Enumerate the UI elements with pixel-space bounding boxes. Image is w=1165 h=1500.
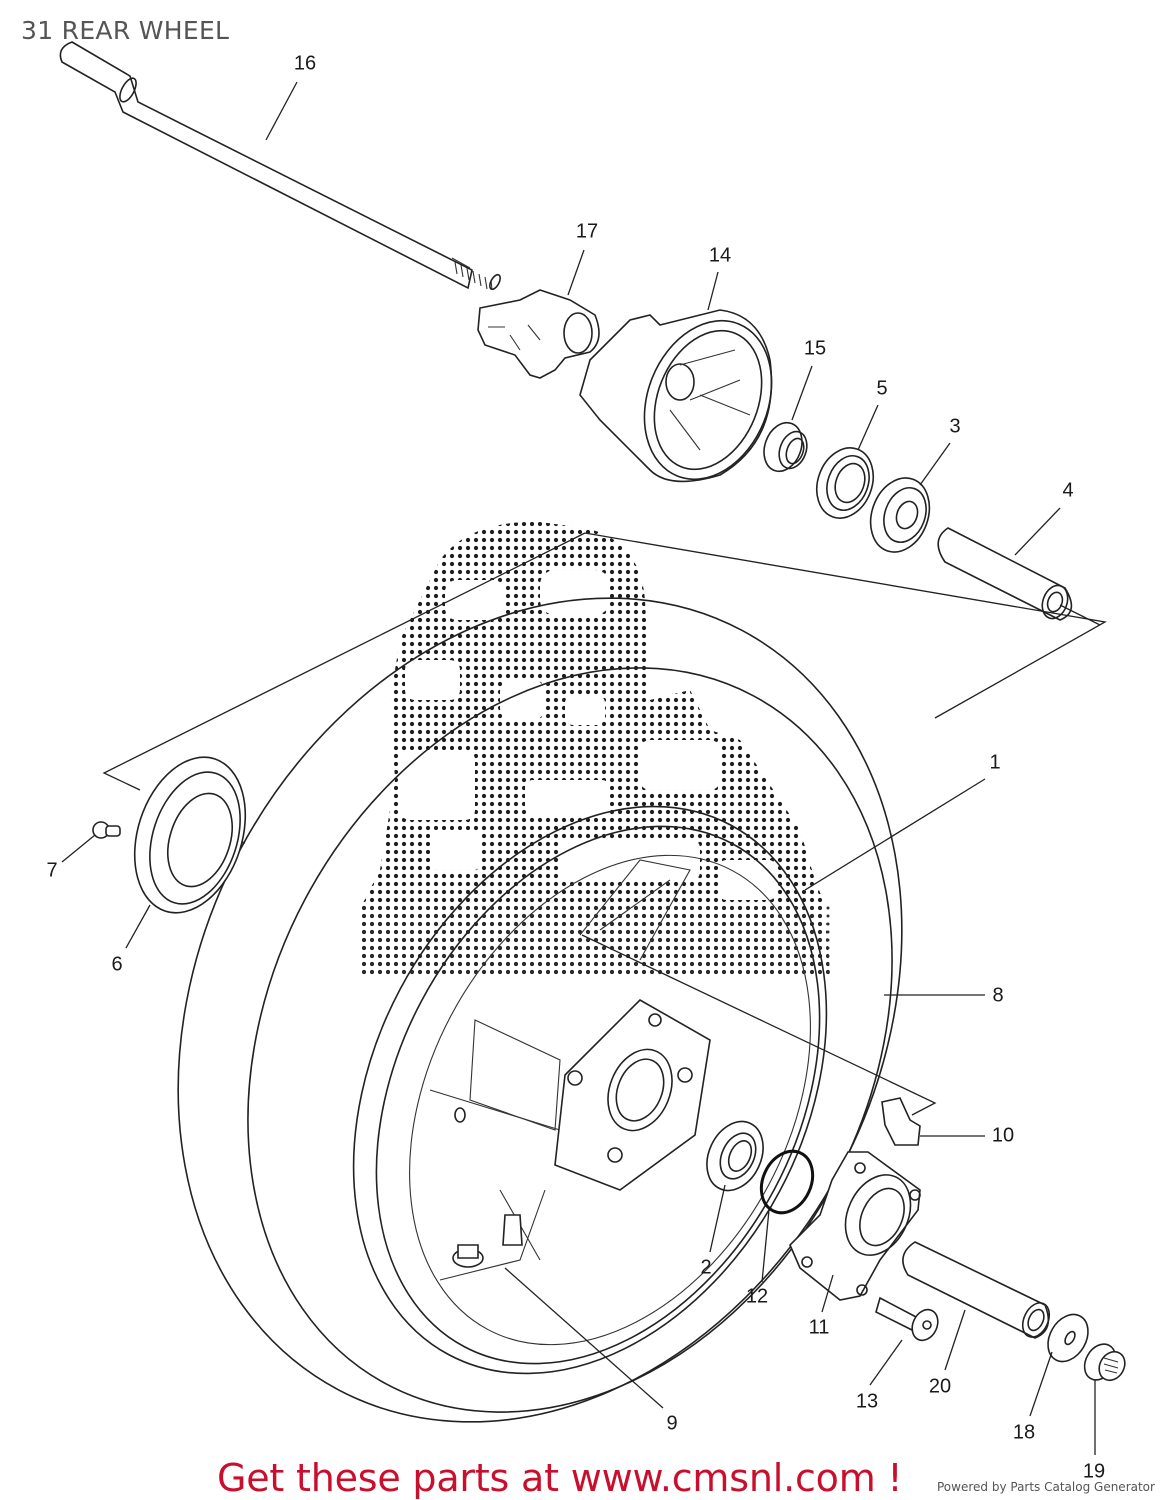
part-9-valve	[452, 1214, 523, 1268]
callout-16[interactable]: 16	[293, 52, 317, 75]
callout-6[interactable]: 6	[111, 953, 123, 976]
part-18-washer	[1047, 1313, 1089, 1363]
callout-1[interactable]: 1	[989, 751, 1001, 774]
part-3-bearing	[869, 477, 931, 553]
callout-14[interactable]: 14	[708, 244, 732, 267]
callout-8[interactable]: 8	[992, 984, 1004, 1007]
part-20-collar	[902, 1241, 1051, 1339]
callout-13[interactable]: 13	[855, 1390, 879, 1413]
part-12-o-ring	[759, 1149, 815, 1215]
part-4-spacer	[937, 527, 1073, 621]
callout-7[interactable]: 7	[46, 859, 58, 882]
callout-9[interactable]: 9	[666, 1412, 678, 1435]
part-1-wheel	[352, 805, 828, 1375]
callout-17[interactable]: 17	[575, 220, 599, 243]
part-5-oil-seal	[815, 447, 875, 519]
callout-20[interactable]: 20	[928, 1375, 952, 1398]
callout-11[interactable]: 11	[808, 1316, 830, 1339]
part-15-collar	[763, 421, 808, 473]
leader-lines	[61, 81, 1096, 1455]
callout-2[interactable]: 2	[700, 1256, 712, 1279]
powered-by-text: Powered by Parts Catalog Generator	[937, 1480, 1155, 1494]
callout-4[interactable]: 4	[1062, 479, 1074, 502]
callout-19[interactable]: 19	[1082, 1460, 1106, 1483]
part-2-bearing	[706, 1120, 764, 1192]
part-14-hub-clutch	[579, 309, 773, 483]
callout-10[interactable]: 10	[991, 1124, 1015, 1147]
cta-link[interactable]: Get these parts at www.cmsnl.com !	[217, 1456, 903, 1500]
part-13-bolt	[875, 1296, 939, 1342]
part-11-hub-flange	[789, 1151, 921, 1301]
part-19-nut	[1083, 1343, 1126, 1382]
page-title: 31 REAR WHEEL	[21, 16, 230, 45]
part-7-bolt	[92, 821, 121, 839]
callout-5[interactable]: 5	[876, 377, 888, 400]
callout-12[interactable]: 12	[745, 1285, 769, 1308]
callout-3[interactable]: 3	[949, 415, 961, 438]
watermark-logo	[360, 521, 830, 975]
part-17-adjuster	[477, 289, 600, 379]
part-10-clip	[881, 1097, 921, 1146]
part-6-cover	[133, 756, 247, 914]
callout-18[interactable]: 18	[1012, 1421, 1036, 1444]
part-16-axle	[59, 41, 501, 291]
callout-15[interactable]: 15	[803, 337, 827, 360]
